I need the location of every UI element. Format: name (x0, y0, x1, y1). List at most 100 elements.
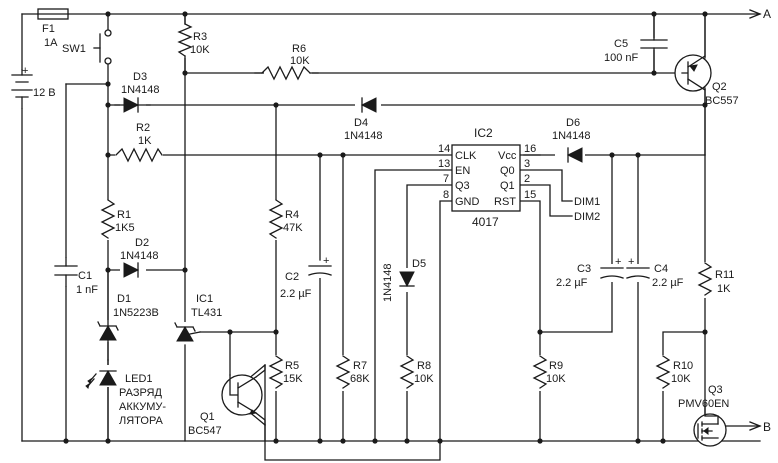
ic2-pin-q3: Q3 (455, 180, 470, 192)
d3-value: 1N4148 (121, 84, 160, 96)
counter-ic2: IC2 4017 CLK EN Q3 GND Vcc Q0 Q1 RST 14 … (438, 126, 536, 229)
r2-value: 1K (138, 135, 152, 147)
ic1-ref: IC1 (196, 293, 213, 305)
d2-value: 1N4148 (120, 250, 159, 262)
capacitor-c5: C5 100 nF (604, 13, 668, 74)
c1-value: 1 nF (76, 284, 98, 296)
c2-value: 2.2 µF (280, 288, 312, 300)
r7-ref: R7 (353, 360, 367, 372)
q3-value: PMV60EN (678, 398, 729, 410)
ic2-pin-rst: RST (494, 196, 516, 208)
switch-sw1: SW1 (62, 29, 112, 65)
terminal-b-label: B (763, 420, 771, 434)
r6-value: 10K (290, 55, 310, 67)
c2-plus: + (323, 255, 329, 267)
diode-d6: D6 1N4148 (552, 117, 591, 163)
battery-symbol: + 12 В (10, 65, 56, 109)
r7-value: 68K (350, 373, 370, 385)
terminal-a: A (749, 7, 771, 21)
c5-value: 100 nF (604, 52, 639, 64)
capacitor-c2: + C2 2.2 µF (280, 255, 332, 300)
capacitor-c1: C1 1 nF (54, 257, 98, 296)
resistor-r10: R10 10K (655, 355, 693, 391)
fuse-f1: F1 1A (37, 8, 69, 49)
terminal-a-label: A (763, 7, 771, 21)
dim2-label: DIM2 (574, 211, 600, 223)
r9-ref: R9 (549, 360, 563, 372)
ic2-pinnum-rst: 15 (524, 189, 536, 201)
f1-value: 1A (44, 37, 58, 49)
ic2-pin-gnd: GND (455, 196, 480, 208)
c4-value: 2.2 µF (652, 277, 684, 289)
ic2-pinnum-clk: 14 (438, 143, 450, 155)
c4-plus: + (628, 256, 634, 268)
r3-ref: R3 (193, 31, 207, 43)
diode-d4: D4 1N4148 (344, 97, 383, 142)
d6-value: 1N4148 (552, 130, 591, 142)
ic2-pin-en: EN (455, 165, 470, 177)
transistor-q1: Q1 BC547 (188, 364, 266, 437)
capacitor-c4: + C4 2.2 µF (626, 256, 684, 289)
ic1-value: TL431 (191, 307, 222, 319)
ic2-pinnum-en: 13 (438, 158, 450, 170)
ic2-part: 4017 (472, 215, 499, 229)
resistor-r6: R6 10K (254, 43, 319, 81)
ic2-pin-clk: CLK (455, 150, 477, 162)
battery-plus: + (22, 65, 28, 77)
resistor-r9: R9 10K (532, 355, 566, 391)
q2-value: BC557 (705, 95, 739, 107)
q2-ref: Q2 (712, 81, 727, 93)
r11-ref: R11 (715, 269, 734, 281)
led1-line2: АККУМУ- (119, 401, 166, 413)
r2-ref: R2 (136, 122, 150, 134)
resistor-r5: R5 15K (268, 355, 303, 391)
r1-value: 1K5 (115, 222, 135, 234)
c3-ref: C3 (577, 263, 591, 275)
q1-ref: Q1 (200, 411, 215, 423)
d5-value: 1N4148 (382, 263, 394, 302)
ic2-pinnum-vcc: 16 (524, 143, 536, 155)
ic2-ref: IC2 (474, 126, 493, 140)
r9-value: 10K (546, 373, 566, 385)
d6-ref: D6 (566, 117, 580, 129)
d2-ref: D2 (135, 237, 149, 249)
c4-ref: C4 (654, 263, 668, 275)
c2-ref: C2 (285, 271, 299, 283)
r10-ref: R10 (673, 360, 693, 372)
led-led1: LED1 РАЗРЯД АККУМУ- ЛЯТОРА (85, 365, 166, 427)
zener-d1: D1 1N5223B (97, 269, 159, 361)
d4-ref: D4 (354, 117, 368, 129)
r8-value: 10K (414, 373, 434, 385)
led1-line3: ЛЯТОРА (119, 415, 164, 427)
capacitor-c3: + C3 2.2 µF (556, 256, 624, 289)
transistor-q2: Q2 BC557 (674, 13, 739, 107)
c3-value: 2.2 µF (556, 277, 588, 289)
c3-plus: + (615, 256, 621, 268)
resistor-r1: R1 1K5 (100, 199, 135, 240)
r8-ref: R8 (417, 360, 431, 372)
ic2-pin-vcc: Vcc (498, 150, 517, 162)
d1-ref: D1 (117, 293, 131, 305)
r5-value: 15K (283, 373, 303, 385)
led1-line1: РАЗРЯД (119, 387, 162, 399)
battery-value: 12 В (33, 87, 56, 99)
resistor-r7: R7 68K (335, 355, 370, 391)
junctions (63, 11, 708, 444)
led1-ref: LED1 (125, 373, 153, 385)
shunt-reference-ic1: IC1 TL431 (174, 293, 222, 344)
diode-d2: D2 1N4148 (120, 237, 159, 278)
c1-ref: C1 (78, 270, 92, 282)
d3-ref: D3 (133, 71, 147, 83)
ic2-pinnum-q0: 3 (524, 158, 530, 170)
diode-d5: D5 1N4148 (382, 258, 426, 302)
r1-ref: R1 (117, 209, 131, 221)
resistor-r2: R2 1K (115, 122, 163, 163)
r6-ref: R6 (292, 43, 306, 55)
ic2-pinnum-gnd: 8 (443, 189, 449, 201)
mosfet-q3: Q3 PMV60EN (678, 384, 729, 447)
d1-value: 1N5223B (113, 307, 159, 319)
resistor-r3: R3 10K (177, 13, 210, 74)
diode-d3: D3 1N4148 (114, 71, 160, 113)
q1-value: BC547 (188, 425, 222, 437)
